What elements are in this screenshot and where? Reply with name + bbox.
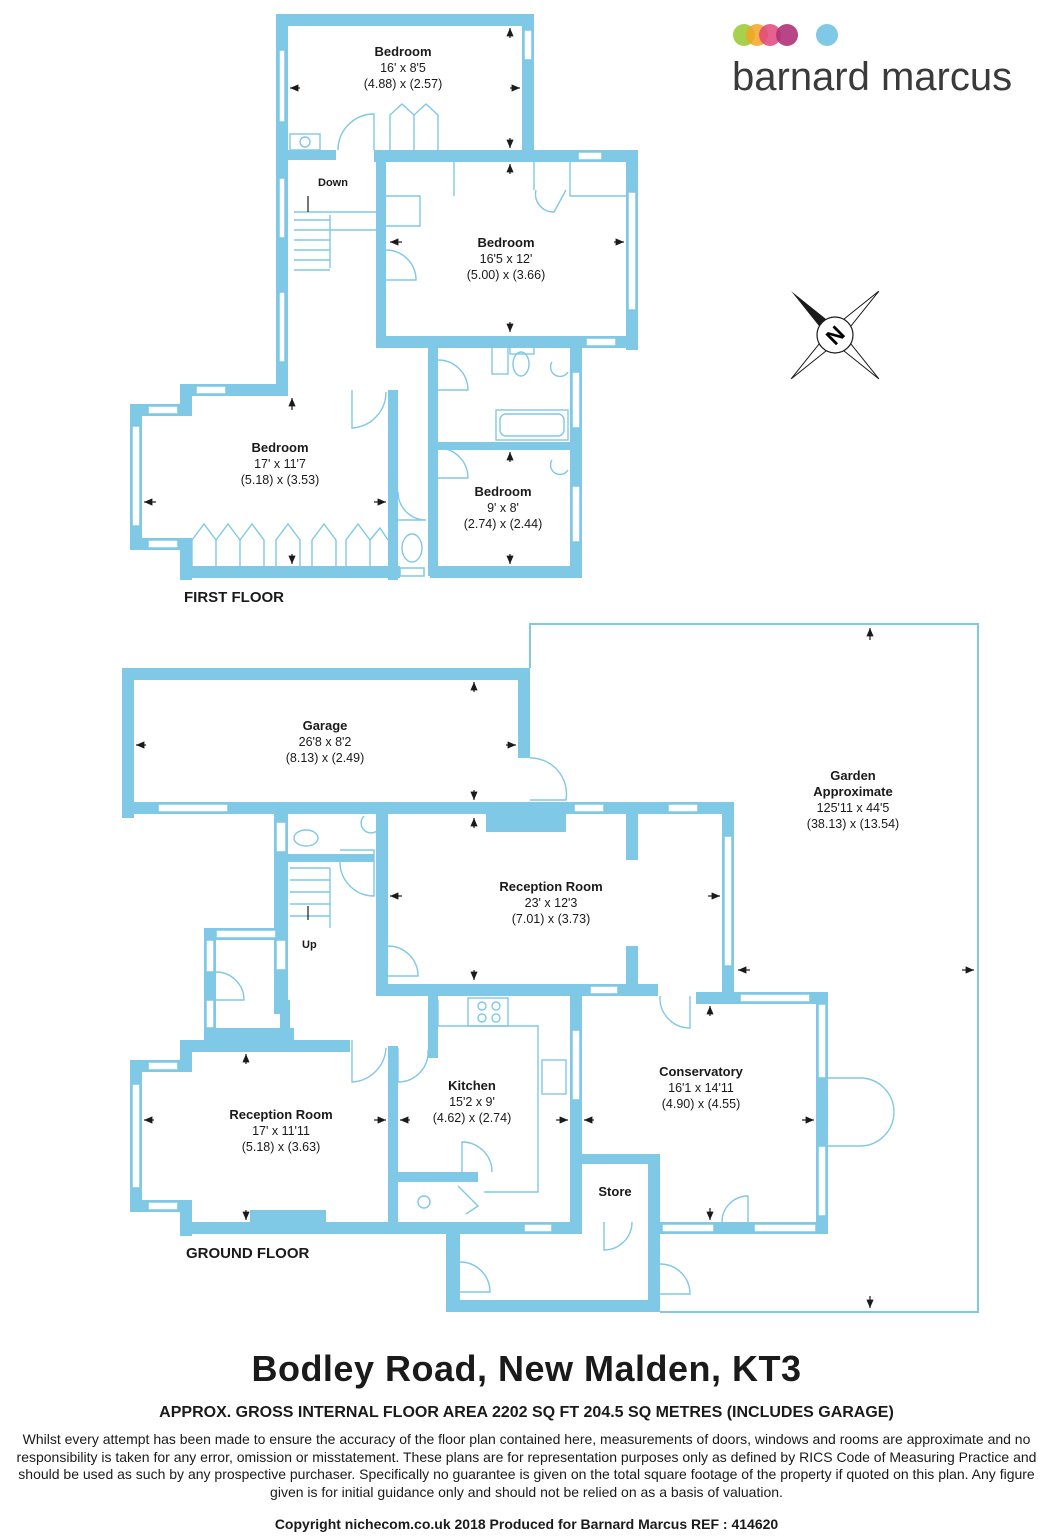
property-address: Bodley Road, New Malden, KT3 bbox=[251, 1348, 802, 1389]
room-metric: (4.62) x (2.74) bbox=[433, 1111, 512, 1125]
brand-logo: barnard marcus bbox=[732, 24, 1012, 99]
room-dims: 9' x 8' bbox=[487, 501, 519, 515]
garden-metric: (38.13) x (13.54) bbox=[807, 817, 899, 831]
ground-floor-windows bbox=[131, 803, 827, 1233]
room-name: Kitchen bbox=[448, 1078, 496, 1093]
stair-label-up: Up bbox=[302, 939, 317, 951]
room-metric: (5.18) x (3.63) bbox=[242, 1140, 321, 1154]
garden-boundary bbox=[529, 623, 979, 1313]
room-name: Reception Room bbox=[499, 879, 602, 894]
room-dims: 26'8 x 8'2 bbox=[299, 735, 352, 749]
garden-qualifier: Approximate bbox=[813, 784, 892, 799]
room-name: Bedroom bbox=[474, 484, 531, 499]
first-floor-label: FIRST FLOOR bbox=[184, 589, 284, 606]
room-dims: 23' x 12'3 bbox=[525, 896, 578, 910]
garden-dims: 125'11 x 44'5 bbox=[817, 801, 890, 815]
footer: Bodley Road, New Malden, KT3 APPROX. GRO… bbox=[0, 1345, 1053, 1533]
floor-area: APPROX. GROSS INTERNAL FLOOR AREA 2202 S… bbox=[159, 1404, 894, 1421]
room-metric: (4.90) x (4.55) bbox=[662, 1097, 741, 1111]
ground-floor-fittings bbox=[215, 757, 895, 1295]
room-dims: 16'5 x 12' bbox=[480, 252, 533, 266]
room-dims: 16' x 8'5 bbox=[380, 61, 426, 75]
room-metric: (5.18) x (3.53) bbox=[241, 473, 320, 487]
room-dims: 16'1 x 14'11 bbox=[668, 1081, 734, 1095]
dimension-arrows bbox=[136, 28, 974, 1308]
stair-label-down: Down bbox=[318, 177, 348, 189]
room-name: Reception Room bbox=[229, 1107, 332, 1122]
first-floor-fittings bbox=[191, 103, 626, 566]
room-metric: (2.74) x (2.44) bbox=[464, 517, 543, 531]
room-metric: (5.00) x (3.66) bbox=[467, 268, 546, 282]
first-floor-windows bbox=[131, 29, 637, 577]
logo-dot bbox=[759, 24, 781, 46]
garden-name: Garden bbox=[830, 768, 876, 783]
brand-name: barnard marcus bbox=[732, 55, 1012, 99]
room-dims: 17' x 11'7 bbox=[254, 457, 306, 471]
first-floor-walls bbox=[130, 14, 638, 580]
room-name: Bedroom bbox=[374, 44, 431, 59]
room-dims: 17' x 11'11 bbox=[252, 1124, 310, 1138]
room-metric: (7.01) x (3.73) bbox=[512, 912, 591, 926]
room-metric: (8.13) x (2.49) bbox=[286, 751, 365, 765]
room-name: Bedroom bbox=[477, 235, 534, 250]
room-name: Conservatory bbox=[659, 1064, 744, 1079]
ground-floor-label: GROUND FLOOR bbox=[186, 1245, 309, 1262]
room-name: Garage bbox=[303, 718, 348, 733]
logo-dot bbox=[816, 24, 838, 46]
copyright: Copyright nichecom.co.uk 2018 Produced f… bbox=[274, 1516, 779, 1532]
room-name: Store bbox=[598, 1184, 631, 1199]
logo-dot bbox=[776, 24, 798, 46]
compass-rose bbox=[790, 290, 880, 380]
disclaimer: Whilst every attempt has been made to en… bbox=[16, 1431, 1037, 1500]
floor-plan: barnard marcus N bbox=[122, 14, 1012, 1313]
room-name: Bedroom bbox=[251, 440, 308, 455]
room-metric: (4.88) x (2.57) bbox=[364, 77, 443, 91]
room-dims: 15'2 x 9' bbox=[449, 1095, 495, 1109]
